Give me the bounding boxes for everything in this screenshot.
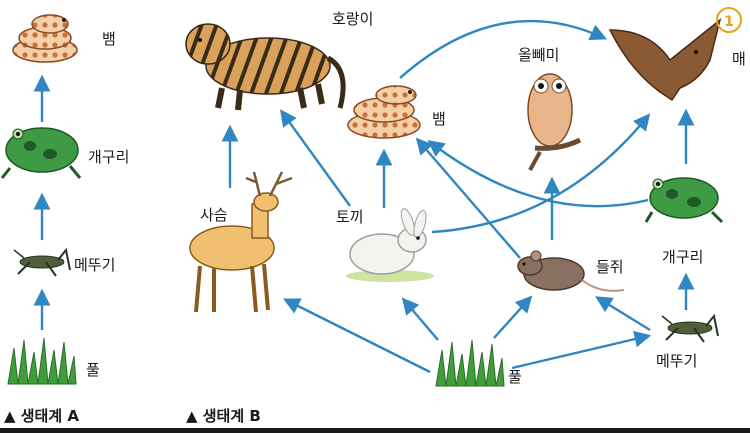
grasshopper-label: 메뚜기	[74, 256, 115, 274]
arrow-grass-to-rabbit	[401, 297, 439, 341]
rabbit-label: 토끼	[336, 208, 364, 226]
arrow-rabbit-to-hawk	[431, 113, 651, 234]
deer-icon	[189, 171, 293, 313]
frog-icon	[0, 127, 82, 179]
snake-label: 뱀	[102, 30, 116, 48]
owl-icon	[527, 73, 582, 171]
grasshopper-icon	[661, 313, 719, 343]
mouse-icon	[517, 250, 625, 292]
snake-icon	[347, 85, 421, 139]
hawk-label: 매	[732, 50, 746, 68]
rabbit-icon	[346, 208, 434, 282]
grasshopper-icon	[13, 247, 71, 277]
grass-icon	[435, 339, 505, 387]
grasshopper-label: 메뚜기	[656, 352, 697, 370]
grass-label: 풀	[86, 361, 100, 379]
owl-label: 올빼미	[518, 46, 559, 64]
frog-icon	[644, 177, 724, 224]
frog-label: 개구리	[662, 248, 703, 266]
grass-label: 풀	[508, 368, 522, 386]
badge-number: 1	[724, 14, 734, 30]
tiger-label: 호랑이	[332, 10, 373, 28]
ecosystem-a: 뱀 개구리 메뚜기 풀 ▲ 생태계 A	[0, 14, 129, 425]
hawk-icon	[608, 18, 722, 102]
tiger-icon	[185, 23, 346, 111]
ecosystem-b: 호랑이 뱀 올빼미 매 1	[185, 7, 746, 425]
arrow-grass-to-deer	[282, 298, 431, 374]
arrow-mouse-to-snake	[415, 137, 521, 259]
deer-label: 사슴	[200, 206, 228, 224]
caption-ecosystem-b: ▲ 생태계 B	[186, 407, 261, 425]
mouse-label: 들쥐	[596, 258, 624, 276]
arrow-grass-to-mouse	[493, 295, 533, 339]
arrow-snake-to-hawk	[399, 19, 608, 79]
snake-icon	[12, 14, 78, 63]
arrow-rabbit-to-tiger	[280, 109, 351, 207]
snake-label: 뱀	[432, 110, 446, 128]
arrow-grasshopper-to-mouse	[595, 296, 651, 332]
arrow-frog-to-snake	[427, 139, 649, 208]
arrow-grass-to-grasshopper	[511, 330, 652, 370]
frog-label: 개구리	[88, 148, 129, 166]
info-badge-icon: 1	[716, 7, 742, 33]
bottom-divider	[0, 428, 750, 433]
caption-ecosystem-a: ▲ 생태계 A	[4, 407, 79, 425]
grass-icon	[7, 337, 77, 385]
